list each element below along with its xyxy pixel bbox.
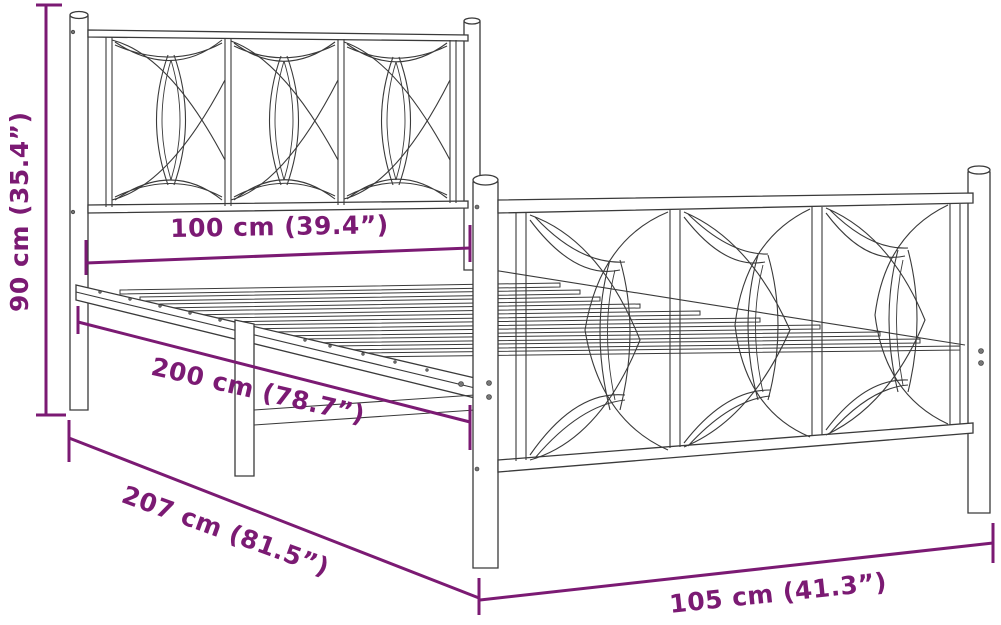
dimension-lines [36,3,995,615]
footboard-panel-3-rings [825,204,949,436]
dim-inner-length-line [77,320,471,424]
dim-inner-width-line [85,246,471,265]
headboard-panel-1-rings [111,39,226,201]
dim-overall-width-line [479,541,994,602]
footboard-panel-2-rings [683,208,811,448]
dim-label-height: 90 cm (35.4”) [5,111,34,312]
headboard [69,10,481,411]
headboard-panel-2-rings [230,40,339,201]
footboard [472,165,991,569]
footboard-left-post [472,181,499,569]
center-support-leg [234,319,255,477]
dim-overall-length-line [68,436,480,600]
footboard-panel-1-rings [529,211,669,461]
headboard-panel-3-rings [343,41,451,200]
footboard-right-post [967,171,991,514]
dim-label-inner-width: 100 cm (39.4”) [170,210,389,243]
